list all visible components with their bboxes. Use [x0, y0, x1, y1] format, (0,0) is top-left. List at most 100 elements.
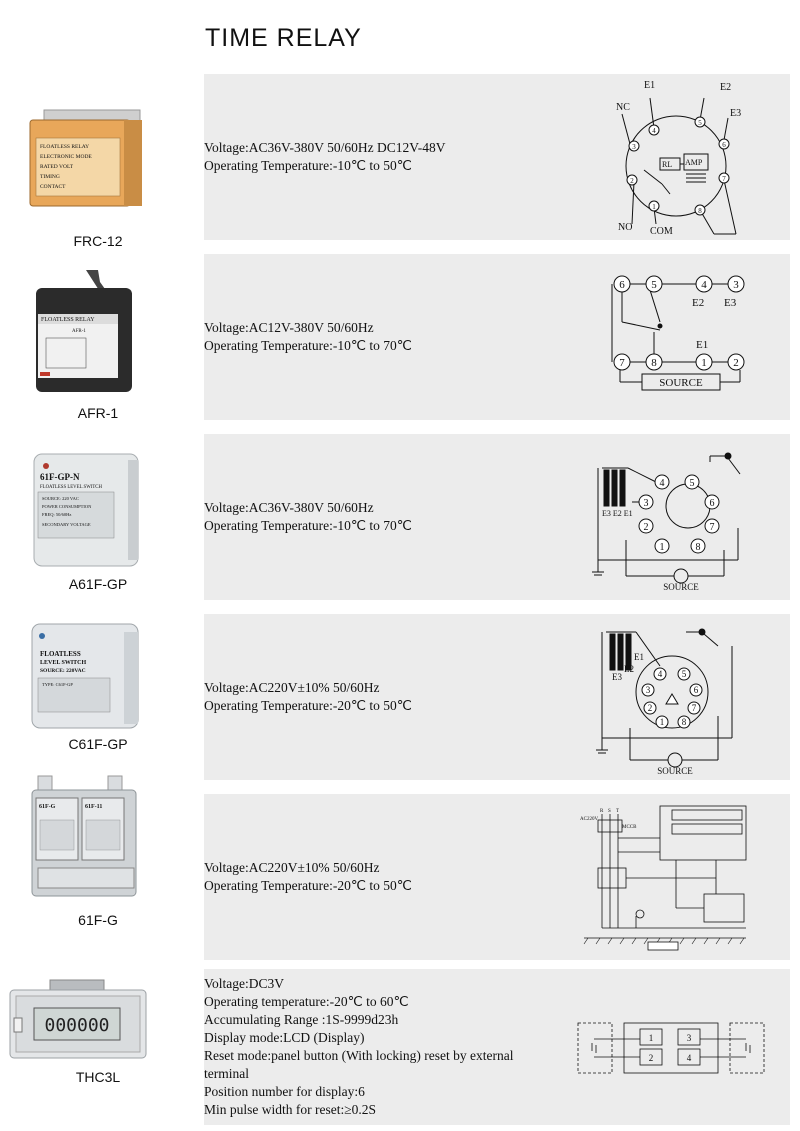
label-e1: E1: [644, 80, 655, 91]
frc-12-label-3: RATED VOLT: [40, 164, 74, 170]
terminal-4: 4: [660, 478, 665, 489]
terminal-3: 3: [687, 1033, 692, 1043]
label-no: NO: [618, 222, 632, 233]
spec-temperature: Operating Temperature:-10℃ to 50℃: [204, 158, 412, 173]
spec-position-number: Position number for display:6: [204, 1084, 365, 1099]
terminal-1: 1: [652, 203, 656, 211]
terminal-1: 1: [660, 717, 665, 727]
afr-1-photo: FLOATLESS RELAY AFR-1: [24, 268, 148, 396]
spec-temperature: Operating Temperature:-20℃ to 50℃: [204, 878, 412, 893]
frc-12-label-5: CONTACT: [40, 184, 66, 190]
label-nc: NC: [616, 102, 630, 113]
c61f-label-1: FLOATLESS: [40, 650, 81, 658]
model-name: THC3L: [75, 1069, 121, 1085]
terminal-7: 7: [692, 703, 697, 713]
product-61f-g: 61F-G 61F-11 61F-G Voltage:AC220V±10% 50…: [0, 775, 800, 962]
model-name: A61F-GP: [68, 576, 128, 592]
label-e3: E3: [730, 108, 741, 119]
spec-temperature: Operating Temperature:-10℃ to 70℃: [204, 338, 412, 353]
spec-list: Voltage:AC36V-380V 50/60Hz DC12V-48V Ope…: [204, 139, 554, 175]
frc-12-photo: FLOATLESS RELAY ELECTRONIC MODE RATED VO…: [24, 102, 148, 212]
terminal-3: 3: [632, 143, 636, 151]
product-afr-1: FLOATLESS RELAY AFR-1 AFR-1 Voltage:AC12…: [0, 250, 800, 422]
spec-panel: Voltage:AC36V-380V 50/60Hz DC12V-48V Ope…: [204, 74, 790, 240]
c61f-label-4: TYPE: C61F-GP: [42, 682, 73, 687]
label-rl: RL: [662, 160, 672, 169]
terminal-2: 2: [648, 703, 653, 713]
afr-1-label-2: AFR-1: [72, 329, 86, 334]
terminal-7: 7: [619, 357, 625, 369]
terminal-4: 4: [658, 669, 663, 679]
spec-panel: Voltage:DC3V Operating temperature:-20℃ …: [204, 969, 790, 1125]
label-source: SOURCE: [663, 582, 699, 592]
a61f-label-3: SOURCE: 220 VAC: [42, 496, 79, 501]
label-e2: E2: [720, 82, 731, 93]
label-e2: E2: [624, 664, 634, 674]
wiring-diagram: 3 4 5 6 2 1 7 8 E1 E2 E3 NC NO COM RL: [604, 74, 754, 240]
frc-12-label-1: FLOATLESS RELAY: [40, 144, 89, 150]
spec-voltage: Voltage:AC220V±10% 50/60Hz: [204, 860, 380, 875]
frc-12-label-2: ELECTRONIC MODE: [40, 154, 92, 160]
label-mccb: MCCB: [622, 825, 637, 830]
terminal-5: 5: [651, 279, 657, 291]
spec-panel: Voltage:AC36V-380V 50/60Hz Operating Tem…: [204, 434, 790, 600]
spec-display-mode: Display mode:LCD (Display): [204, 1030, 365, 1045]
label-e3: E3: [612, 672, 622, 682]
terminal-4: 4: [652, 127, 656, 135]
thc3l-display-digits: 000000: [44, 1015, 109, 1036]
a61f-label-4: POWER CONSUMPTION: [42, 504, 92, 509]
terminal-6: 6: [619, 279, 625, 291]
label-source: SOURCE: [659, 377, 703, 389]
terminal-6: 6: [710, 498, 715, 509]
spec-panel: Voltage:AC12V-380V 50/60Hz Operating Tem…: [204, 254, 790, 420]
terminal-2: 2: [733, 357, 739, 369]
label-e1: E1: [634, 652, 644, 662]
terminal-2: 2: [630, 177, 634, 185]
spec-panel: Voltage:AC220V±10% 50/60Hz Operating Tem…: [204, 614, 790, 780]
terminal-5: 5: [698, 119, 702, 127]
terminal-6: 6: [722, 141, 726, 149]
model-name: C61F-GP: [68, 736, 128, 752]
wiring-diagram: 1 2 3 4: [574, 1017, 770, 1081]
a61f-label-2: FLOATLESS LEVEL SWITCH: [40, 485, 102, 490]
61f-g-photo: 61F-G 61F-11: [24, 772, 148, 904]
spec-reset-mode: Reset mode:panel button (With locking) r…: [204, 1048, 514, 1081]
spec-temperature: Operating Temperature:-20℃ to 50℃: [204, 698, 412, 713]
afr-1-label-1: FLOATLESS RELAY: [41, 317, 95, 323]
spec-accumulating-range: Accumulating Range :1S-9999d23h: [204, 1012, 399, 1027]
label-e1: E1: [696, 339, 708, 351]
c61f-label-3: SOURCE: 220VAC: [40, 668, 86, 674]
frc-12-label-4: TIMING: [40, 174, 60, 180]
terminal-3: 3: [644, 498, 649, 509]
c61f-gp-photo: FLOATLESS LEVEL SWITCH SOURCE: 220VAC TY…: [24, 620, 148, 732]
label-amp: AMP: [685, 158, 703, 167]
label-s: S: [608, 809, 611, 814]
terminal-5: 5: [690, 478, 695, 489]
label-source: SOURCE: [657, 766, 693, 776]
label-e3: E3: [724, 297, 737, 309]
terminal-1: 1: [660, 542, 665, 553]
spec-voltage: Voltage:AC36V-380V 50/60Hz DC12V-48V: [204, 140, 446, 155]
page-title: TIME RELAY: [205, 24, 362, 52]
spec-voltage: Voltage:AC220V±10% 50/60Hz: [204, 680, 380, 695]
label-e3-e2-e1: E3 E2 E1: [602, 509, 633, 518]
label-r: R: [600, 809, 604, 814]
model-name: FRC-12: [73, 233, 123, 249]
spec-min-pulse-width: Min pulse width for reset:≥0.2S: [204, 1102, 377, 1117]
label-t: T: [616, 809, 619, 814]
terminal-6: 6: [694, 685, 699, 695]
61f-g-label-2: 61F-11: [85, 804, 102, 810]
terminal-3: 3: [733, 279, 739, 291]
spec-list: Voltage:AC36V-380V 50/60Hz Operating Tem…: [204, 499, 554, 535]
terminal-8: 8: [651, 357, 657, 369]
wiring-diagram: AC220V R S T MCCB: [576, 798, 752, 954]
spec-voltage: Voltage:AC36V-380V 50/60Hz: [204, 500, 374, 515]
spec-list: Voltage:AC220V±10% 50/60Hz Operating Tem…: [204, 859, 554, 895]
label-e2: E2: [692, 297, 704, 309]
spec-list: Voltage:AC12V-380V 50/60Hz Operating Tem…: [204, 319, 554, 355]
terminal-8: 8: [698, 207, 702, 215]
product-thc3l: 000000 THC3L Voltage:DC3V Operating temp…: [0, 966, 800, 1131]
terminal-2: 2: [649, 1053, 654, 1063]
spec-temperature: Operating Temperature:-10℃ to 70℃: [204, 518, 412, 533]
spec-list: Voltage:AC220V±10% 50/60Hz Operating Tem…: [204, 679, 554, 715]
